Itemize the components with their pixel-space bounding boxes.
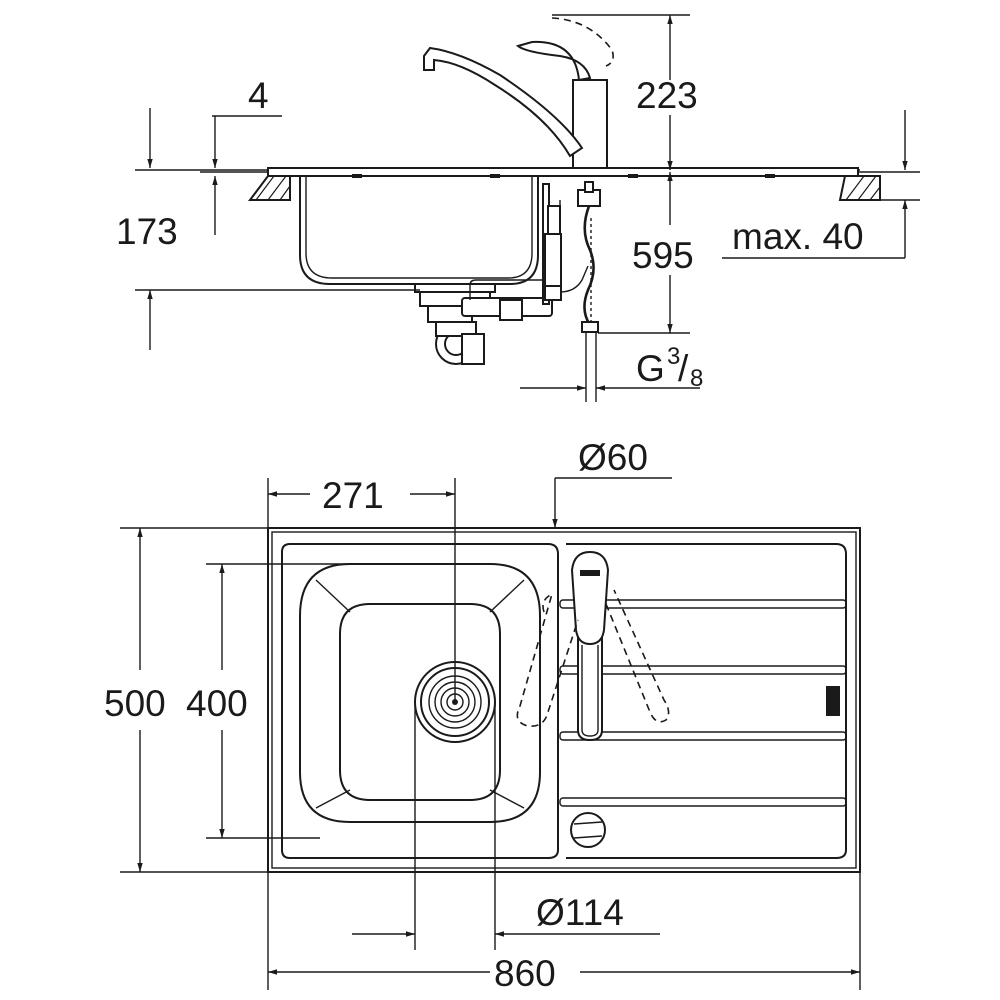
drainer-frame [566, 543, 847, 859]
dim-overall-depth: 500 [104, 527, 268, 873]
overall-depth-label: 500 [104, 683, 166, 724]
spout-swing-left [516, 592, 579, 728]
thread-numerator-label: 3 [667, 343, 680, 370]
dim-connection-length: 595 [598, 172, 694, 334]
thread-slash-label: / [678, 348, 689, 389]
dim-deck-thickness: 4 [147, 75, 282, 235]
faucet-side [423, 17, 614, 169]
overflow-hole [570, 812, 606, 848]
overflow-pipe [542, 183, 562, 305]
faucet-plan [516, 550, 670, 742]
connection-length-label: 595 [632, 235, 694, 276]
waste-diameter-label: Ø114 [536, 892, 624, 933]
bowl-depth-plan-label: 400 [186, 683, 248, 724]
thread-denominator-label: 8 [690, 365, 703, 392]
bowl-offset-label: 271 [322, 475, 384, 516]
thread-prefix-label: G [636, 348, 665, 389]
dim-bowl-offset: 271 [267, 475, 455, 528]
bowl-depth-label: 173 [116, 211, 178, 252]
dim-faucet-height: 223 [552, 14, 698, 170]
countertop-right-section [838, 175, 881, 201]
dim-bowl-depth: 173 [116, 211, 420, 350]
deck-thickness-label: 4 [248, 75, 269, 116]
faucet-lever [515, 40, 592, 82]
dim-overall-width: 860 [267, 872, 861, 994]
faucet-body [572, 79, 608, 169]
bowl-inner-wall [305, 176, 533, 279]
dim-tap-hole: Ø60 [555, 437, 672, 479]
deck-rivets [352, 174, 775, 178]
dim-max-worktop: max. 40 [722, 110, 920, 259]
side-view: 223 4 173 595 max. 40 [116, 14, 920, 402]
tap-hole-diameter-label: Ø60 [578, 437, 648, 478]
sink-deck [267, 167, 859, 177]
faucet-spout [423, 46, 584, 158]
overall-width-label: 860 [494, 953, 556, 994]
countertop-left-section [248, 175, 291, 201]
dim-thread: G 3 / 8 [520, 343, 703, 392]
dim-bowl-depth-plan: 400 [186, 563, 350, 839]
supply-hose [559, 181, 601, 402]
lever-open-position [551, 17, 614, 67]
dim-waste-diameter: Ø114 [352, 702, 660, 950]
bowl-outer [299, 563, 541, 823]
drainer-grooves [559, 599, 847, 807]
bowl-outer-wall [299, 176, 539, 285]
bowl-area-frame [281, 543, 559, 859]
sink-outline [267, 527, 861, 873]
max-worktop-label: max. 40 [732, 216, 864, 257]
faucet-height-label: 223 [636, 75, 698, 116]
plan-view: Ø60 271 500 400 [104, 437, 861, 994]
spout-swing-right [605, 589, 670, 723]
brand-mark [826, 686, 840, 716]
bowl-inner [339, 603, 501, 801]
faucet-lever-plan [570, 550, 610, 646]
